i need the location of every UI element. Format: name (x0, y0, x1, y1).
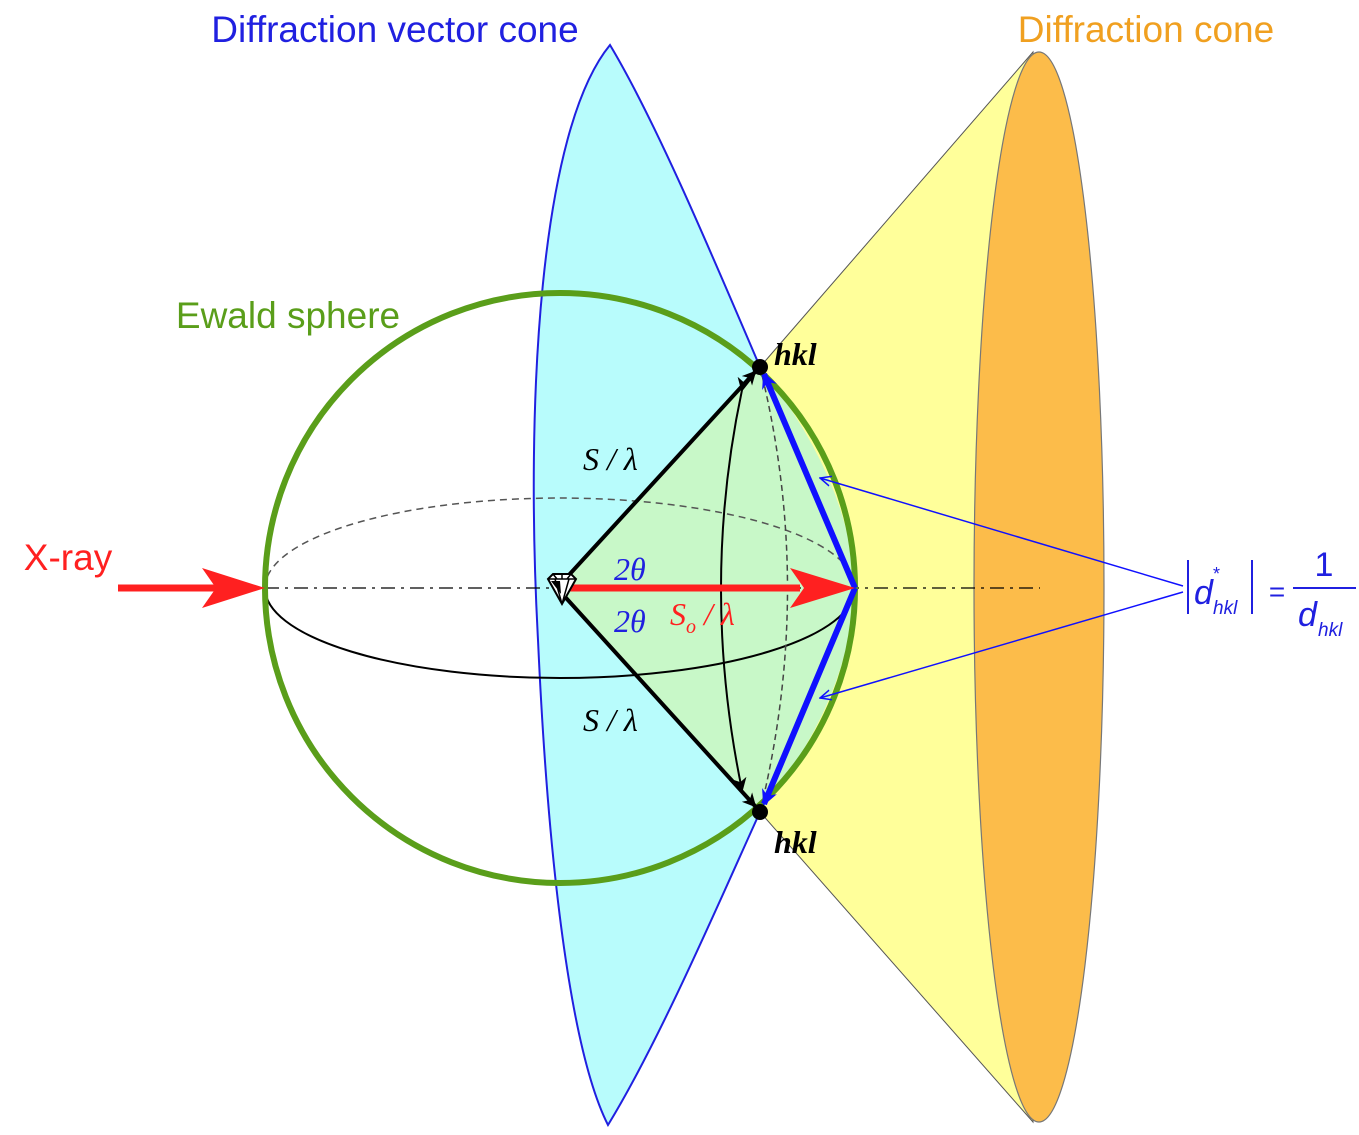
d-star-vector-bottom (761, 586, 858, 806)
equator-front (264, 587, 856, 679)
s-lambda-label-bottom: S / λ (583, 702, 638, 738)
formula-d: d (1194, 574, 1214, 612)
so-lambda-arrowhead (790, 568, 855, 608)
diffraction-cone-base (973, 51, 1105, 1123)
formula-star: * (1213, 564, 1220, 584)
s-lambda-label-top: S / λ (583, 441, 638, 477)
callout-line-bottom (820, 591, 1184, 698)
s-lambda-vector-top (555, 370, 757, 590)
ewald-sphere-label: Ewald sphere (176, 295, 400, 336)
hkl-label-top: hkl (774, 336, 817, 372)
hkl-label-bottom: hkl (774, 824, 817, 860)
crystal-icon (546, 573, 578, 607)
callout-line-top (820, 478, 1184, 587)
formula-numerator: 1 (1315, 546, 1334, 584)
xray-arrowhead (202, 568, 265, 608)
formula-sub: hkl (1213, 598, 1238, 619)
diffraction-cone-label: Diffraction cone (1018, 9, 1274, 50)
two-theta-label-top: 2θ (614, 551, 646, 587)
formula-den-sub: hkl (1318, 620, 1343, 641)
s-lambda-vector-bottom (555, 586, 757, 808)
d-star-vector-top (761, 372, 858, 590)
formula-equals: = (1269, 576, 1285, 607)
equator-back (264, 497, 856, 589)
hkl-point-top (752, 359, 768, 375)
diffraction-vector-cone-label: Diffraction vector cone (211, 9, 578, 50)
hkl-point-bottom (752, 804, 768, 820)
formula-den-d: d (1298, 596, 1318, 634)
so-lambda-label: So / λ (670, 596, 735, 638)
d-star-formula: d * hkl = 1 d hkl (1187, 546, 1356, 641)
two-theta-label-bottom: 2θ (614, 603, 646, 639)
xray-label: X-ray (24, 537, 113, 578)
